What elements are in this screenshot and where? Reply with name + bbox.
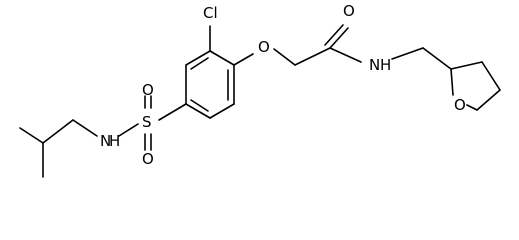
sulfonyl-oxygen-bottom-atom: O <box>142 150 154 168</box>
thf-ring-bond <box>466 104 478 111</box>
ch2-thf-bond <box>422 47 452 70</box>
ring-bond <box>209 103 235 119</box>
o-ch2-bond <box>273 48 296 66</box>
n-ch2-bond <box>391 47 424 60</box>
ring-bond <box>185 103 211 119</box>
carbonyl-oxygen-atom: O <box>343 2 355 20</box>
ring-bond <box>190 57 209 70</box>
co-n-bond <box>329 47 362 63</box>
thf-ring-bond <box>476 89 501 111</box>
s-n-bond <box>118 123 139 137</box>
chlorine-atom: Cl <box>203 4 218 22</box>
ch2-co-bond <box>294 47 331 66</box>
c-s-bond <box>158 103 187 121</box>
ring-oxygen-atom: O <box>454 96 466 114</box>
structure-drawing: Cl O O N H O S O O N H <box>19 2 501 178</box>
c-o-bond <box>233 53 254 66</box>
ether-oxygen-atom: O <box>258 38 270 56</box>
amide-hydrogen-atom: H <box>380 56 391 74</box>
c-o-double-bond <box>324 24 344 46</box>
thf-ring-bond <box>450 68 454 96</box>
sulfonamide-hydrogen-atom: H <box>109 132 120 150</box>
bonds <box>19 24 501 178</box>
ring-bond <box>185 50 211 66</box>
ring-bond <box>190 99 209 112</box>
atom-labels: Cl O O N H O S O O N H <box>100 2 466 168</box>
amide-nitrogen-atom: N <box>369 56 380 74</box>
sulfur-atom: S <box>142 113 152 131</box>
c-o-double-bond <box>329 27 349 49</box>
alkyl-bond <box>42 119 74 144</box>
ring-bond <box>209 50 235 66</box>
sulfonamide-nitrogen-atom: N <box>100 132 111 150</box>
sulfonyl-oxygen-top-atom: O <box>142 81 154 99</box>
alkyl-bond <box>19 127 44 144</box>
n-ch2-bond <box>72 119 98 137</box>
thf-ring-bond <box>450 61 483 70</box>
thf-ring-bond <box>481 61 501 91</box>
